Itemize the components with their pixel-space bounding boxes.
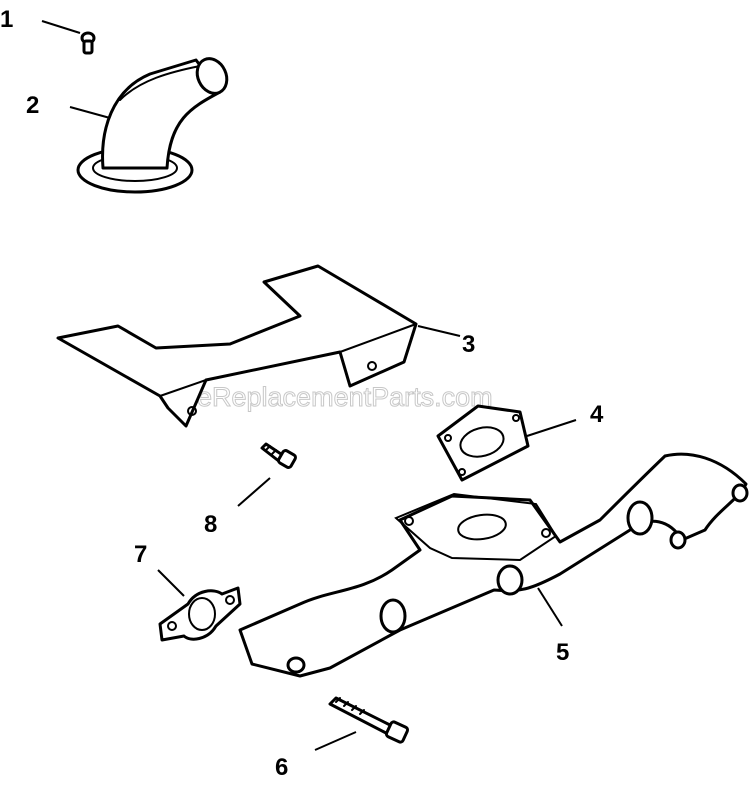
- part-4-gasket[interactable]: [436, 404, 577, 482]
- part-5-exhaust-manifold[interactable]: [238, 452, 749, 678]
- callout-3: 3: [462, 331, 475, 358]
- part-6-long-bolt[interactable]: [314, 696, 410, 751]
- callout-1: 1: [0, 6, 13, 33]
- callout-7: 7: [134, 541, 147, 568]
- watermark-text: eReplacementParts.com: [197, 382, 493, 412]
- callout-4: 4: [590, 401, 604, 428]
- callout-5: 5: [556, 639, 569, 666]
- callout-8: 8: [204, 511, 217, 538]
- callout-6: 6: [275, 754, 288, 781]
- part-8-screw[interactable]: [237, 442, 297, 507]
- part-1-screw[interactable]: [41, 20, 96, 55]
- part-2-elbow-pipe[interactable]: [69, 54, 232, 194]
- callout-2: 2: [26, 92, 39, 119]
- part-7-gasket[interactable]: [157, 569, 242, 642]
- part-3-heat-shield[interactable]: [56, 264, 461, 428]
